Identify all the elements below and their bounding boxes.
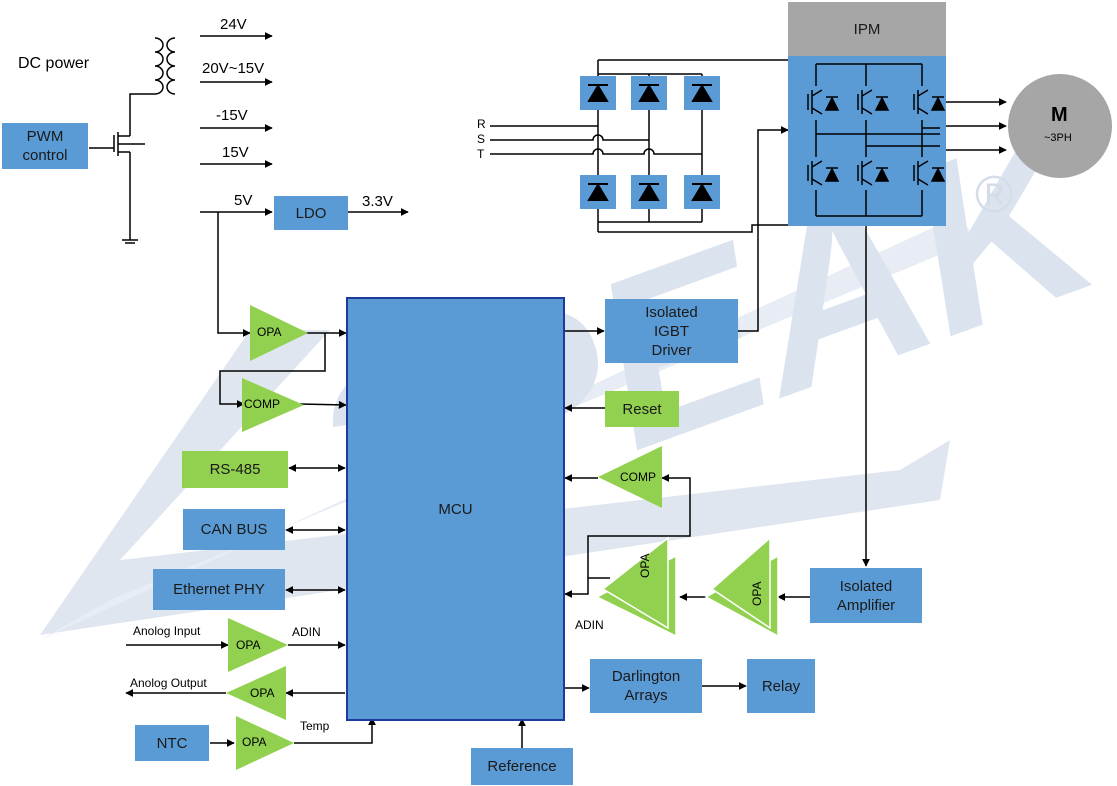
sense-wires-left — [217, 212, 347, 409]
reference-block: Reference — [471, 748, 573, 785]
darlington-block: Darlington Arrays — [590, 659, 702, 713]
opa-in-triangle — [228, 618, 288, 672]
flyback-transformer-symbol — [129, 37, 176, 126]
isolated-amplifier-block: Isolated Amplifier — [810, 568, 922, 623]
igbt-icon — [807, 89, 840, 115]
opa-right-1-front — [601, 536, 669, 630]
ipm-header: IPM — [788, 2, 946, 56]
temp-label: Temp — [300, 719, 330, 733]
opa-ntc-label: OPA — [242, 735, 267, 749]
rs485-block: RS-485 — [182, 451, 288, 488]
opa-out-triangle — [226, 666, 286, 720]
out-15v-label: 15V — [222, 144, 249, 161]
diode-icon — [684, 76, 720, 110]
adin-left-label: ADIN — [292, 625, 321, 639]
comp-right-label: COMP — [620, 470, 656, 484]
power-output-arrows — [200, 32, 409, 216]
diode-icon — [684, 175, 720, 209]
watermark: 3PEAK ® — [40, 70, 1117, 640]
opa-in-label: OPA — [236, 638, 261, 652]
phase-s-label: S — [477, 132, 486, 146]
watermark-registered: ® — [975, 166, 1013, 224]
motor-phase-arrows — [946, 98, 1007, 154]
igbt-switches — [807, 89, 946, 186]
in-5v-label: 5V — [234, 192, 253, 209]
reset-block: Reset — [605, 391, 679, 427]
relay-block: Relay — [747, 659, 815, 713]
opa-top-triangle — [250, 305, 308, 361]
ipm-body — [788, 56, 946, 226]
mosfet-symbol — [89, 126, 145, 244]
motor-circle — [1008, 74, 1112, 178]
analog-output-label: Anolog Output — [130, 676, 207, 690]
ethernet-phy-block: Ethernet PHY — [153, 569, 285, 610]
rectifier-wires — [490, 59, 788, 233]
out-3v3-label: 3.3V — [362, 193, 393, 210]
diode-icon — [631, 76, 667, 110]
opa-out-label: OPA — [250, 686, 275, 700]
diode-icon — [580, 175, 616, 209]
rectifier-diodes — [580, 76, 720, 209]
igbt-icon — [913, 89, 946, 115]
motor-m-label: M — [1051, 104, 1068, 126]
opa-top-label: OPA — [257, 325, 282, 339]
diode-icon — [631, 175, 667, 209]
opa-ntc-triangle — [236, 716, 294, 770]
comp-right-triangle — [598, 446, 662, 508]
opa-right-2-front — [710, 536, 771, 630]
ldo-block: LDO — [274, 196, 348, 230]
dc-power-label: DC power — [18, 55, 90, 72]
adin-right-label: ADIN — [575, 618, 604, 632]
out-neg15v-label: -15V — [216, 107, 248, 124]
phase-t-label: T — [477, 147, 485, 161]
analog-wires — [125, 641, 376, 747]
comm-arrows — [285, 464, 346, 594]
igbt-icon — [857, 89, 890, 115]
phase-r-label: R — [477, 117, 486, 131]
comp-top-label: COMP — [244, 397, 280, 411]
mcu-right-wires — [518, 126, 870, 748]
analog-input-label: Anolog Input — [133, 624, 201, 638]
opa-right-1-label: OPA — [638, 553, 652, 578]
igbt-icon — [857, 160, 890, 186]
igbt-driver-block: Isolated IGBT Driver — [605, 299, 738, 363]
igbt-icon — [913, 160, 946, 186]
out-24v-label: 24V — [220, 16, 247, 33]
comp-top-triangle — [242, 378, 304, 432]
mcu-block: MCU — [346, 297, 565, 721]
amplifier-symbols — [226, 305, 779, 770]
opa-right-2-label: OPA — [750, 581, 764, 606]
out-20v15v-label: 20V~15V — [202, 60, 265, 77]
watermark-swoosh — [40, 330, 950, 635]
can-bus-block: CAN BUS — [183, 509, 285, 550]
pwm-control-block: PWM control — [2, 123, 88, 169]
motor-3ph-label: ~3PH — [1044, 132, 1072, 144]
igbt-icon — [807, 160, 840, 186]
diode-icon — [580, 76, 616, 110]
ntc-block: NTC — [135, 725, 209, 761]
